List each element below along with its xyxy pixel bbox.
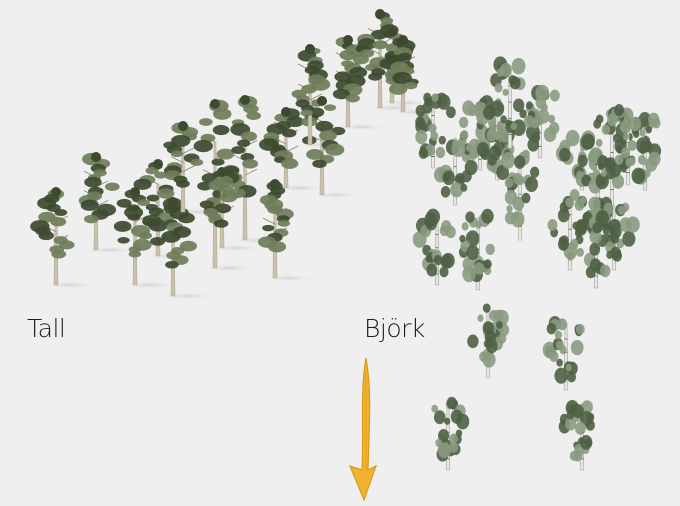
birch-tree-icon xyxy=(559,400,595,470)
pine-tree-icon xyxy=(79,152,120,250)
pine-group xyxy=(30,9,419,296)
birch-tree-icon xyxy=(459,209,495,290)
birch-tree-icon xyxy=(496,150,539,240)
birch-tree-icon xyxy=(413,209,456,285)
pine-tree-icon xyxy=(258,179,294,278)
birch-group xyxy=(413,56,661,470)
birch-tree-icon xyxy=(524,85,560,158)
pine-tree-icon xyxy=(114,187,156,285)
birch-tree-icon xyxy=(629,112,661,190)
pine-tree-icon xyxy=(259,107,304,188)
birch-tree-icon xyxy=(467,303,509,378)
birch-tree-icon xyxy=(431,397,469,470)
birch-label: Björk xyxy=(364,314,425,343)
pine-tree-icon xyxy=(30,187,74,285)
birch-tree-icon xyxy=(543,316,585,390)
down-arrow-icon xyxy=(350,358,376,500)
pine-label: Tall xyxy=(27,314,65,343)
